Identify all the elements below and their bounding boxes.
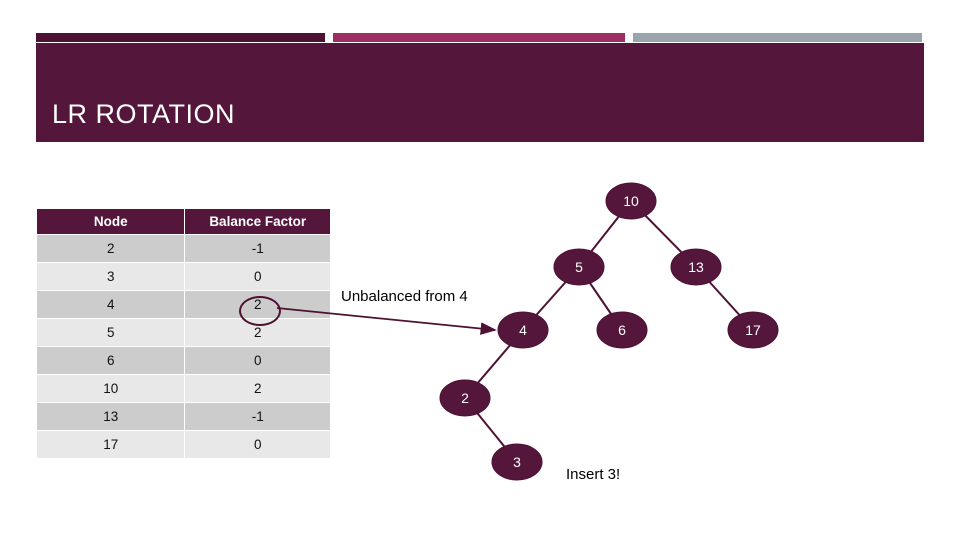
tree-node-circle — [491, 443, 543, 481]
cell-balance-factor: 2 — [185, 319, 330, 346]
tree-node-label: 17 — [745, 322, 761, 338]
tree-node-label: 13 — [688, 259, 704, 275]
table-row: 2 -1 — [37, 235, 330, 262]
tree-node-label: 2 — [461, 390, 469, 406]
table-row: 17 0 — [37, 431, 330, 458]
cell-node: 3 — [37, 263, 185, 290]
tree-node-label: 5 — [575, 259, 583, 275]
cell-node: 13 — [37, 403, 185, 430]
tree-node-6: 6 — [596, 311, 648, 349]
table-header-balance-factor: Balance Factor — [185, 209, 330, 234]
tree-node-4: 4 — [497, 311, 549, 349]
tree-node-17: 17 — [727, 311, 779, 349]
tree-node-5: 5 — [553, 248, 605, 286]
title-banner — [36, 43, 924, 142]
tree-edge — [578, 266, 623, 331]
accent-bar-segment-magenta — [333, 33, 625, 42]
table-row: 13 -1 — [37, 403, 330, 430]
tree-node-label: 4 — [519, 322, 527, 338]
table-header-row: Node Balance Factor — [37, 209, 330, 234]
tree-edge — [464, 397, 518, 463]
table-row-highlighted: 4 2 — [37, 291, 330, 318]
tree-node-group: 10 5 13 4 6 17 2 3 — [439, 182, 779, 481]
cell-node: 5 — [37, 319, 185, 346]
accent-bar-segment-dark — [36, 33, 325, 42]
slide-title: LR ROTATION — [52, 99, 236, 129]
tree-node-10: 10 — [605, 182, 657, 220]
balance-factor-table: Node Balance Factor 2 -1 3 0 4 2 5 2 6 — [36, 208, 331, 459]
tree-node-circle — [553, 248, 605, 286]
insert-label: Insert 3! — [566, 466, 621, 483]
tree-edge — [464, 329, 524, 399]
tree-node-label: 6 — [618, 322, 626, 338]
table-header-node: Node — [37, 209, 185, 234]
tree-node-13: 13 — [670, 248, 722, 286]
cell-balance-factor: 2 — [185, 291, 330, 318]
cell-balance-factor: 0 — [185, 431, 330, 458]
unbalanced-from-label: Unbalanced from 4 — [341, 288, 468, 305]
table-row: 10 2 — [37, 375, 330, 402]
tree-node-circle — [596, 311, 648, 349]
tree-edge — [522, 266, 580, 331]
cell-balance-factor: 0 — [185, 263, 330, 290]
tree-edge-group — [464, 200, 754, 463]
table-row: 3 0 — [37, 263, 330, 290]
tree-node-3: 3 — [491, 443, 543, 481]
tree-node-circle — [727, 311, 779, 349]
tree-node-label: 3 — [513, 454, 521, 470]
cell-node: 4 — [37, 291, 185, 318]
cell-balance-factor: -1 — [185, 403, 330, 430]
tree-edge — [630, 200, 697, 268]
cell-node: 17 — [37, 431, 185, 458]
tree-edge — [578, 200, 632, 268]
cell-node: 6 — [37, 347, 185, 374]
tree-node-2: 2 — [439, 379, 491, 417]
table-row: 6 0 — [37, 347, 330, 374]
tree-node-circle — [670, 248, 722, 286]
cell-balance-factor: 2 — [185, 375, 330, 402]
cell-node: 10 — [37, 375, 185, 402]
tree-node-label: 10 — [623, 193, 639, 209]
cell-balance-factor: 0 — [185, 347, 330, 374]
tree-node-circle — [439, 379, 491, 417]
tree-edge — [695, 266, 754, 331]
accent-bar-segment-gray — [633, 33, 922, 42]
cell-node: 2 — [37, 235, 185, 262]
table-row: 5 2 — [37, 319, 330, 346]
cell-balance-factor: -1 — [185, 235, 330, 262]
tree-node-circle — [497, 311, 549, 349]
tree-node-circle — [605, 182, 657, 220]
